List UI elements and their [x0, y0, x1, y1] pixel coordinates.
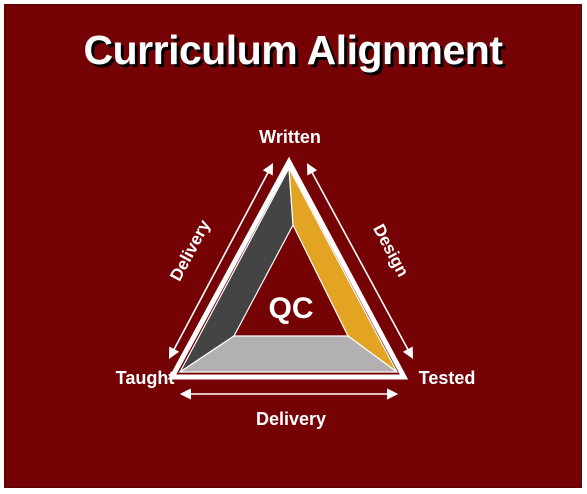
vertex-label-tested: Tested	[419, 368, 476, 388]
right-edge-arrow	[306, 163, 414, 359]
edge-label-right-design: Design	[369, 221, 412, 280]
slide-background: Curriculum Alignment	[4, 4, 582, 488]
vertex-label-written: Written	[259, 127, 321, 147]
vertex-label-taught: Taught	[116, 368, 175, 388]
center-label-qc: QC	[269, 292, 314, 325]
edge-label-bottom-delivery: Delivery	[256, 409, 326, 429]
slide-title: Curriculum Alignment	[83, 27, 504, 73]
left-edge-arrow	[168, 163, 274, 359]
edge-label-left-delivery: Delivery	[166, 216, 214, 284]
